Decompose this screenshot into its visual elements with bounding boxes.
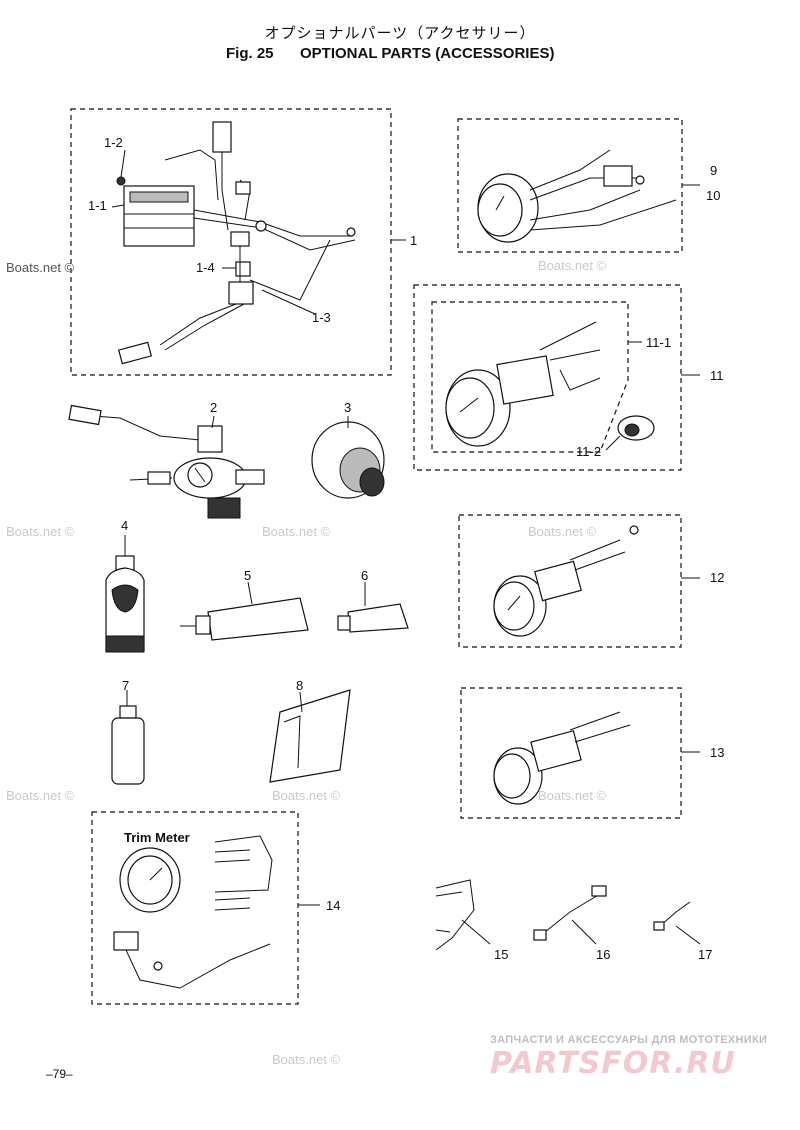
callout-13: 13 <box>710 745 724 760</box>
callout-1-1: 1-1 <box>88 198 107 213</box>
figure-number: Fig. 25 <box>226 45 274 62</box>
tachometer-assembly <box>477 149 700 243</box>
callout-1-3: 1-3 <box>312 310 331 325</box>
watermark-text: Boats.net © <box>272 788 341 803</box>
ad-tagline: ЗАПЧАСТИ И АКСЕССУАРЫ ДЛЯ МОТОТЕХНИКИ <box>490 1034 768 1046</box>
callout-5: 5 <box>244 568 251 583</box>
trim-meter-kit <box>113 835 320 989</box>
fuel-gauge-assembly <box>493 525 700 637</box>
callout-11: 11 <box>710 368 724 383</box>
page-number: –79– <box>46 1067 73 1081</box>
group-box-14 <box>91 811 299 1005</box>
group-box-13 <box>460 687 682 819</box>
callout-4: 4 <box>121 518 128 533</box>
callout-1-4: 1-4 <box>196 260 215 275</box>
oil-bottle <box>105 535 145 653</box>
decal-sheet <box>269 689 351 783</box>
callout-3: 3 <box>344 400 351 415</box>
harness-15 <box>435 879 491 951</box>
page-title-japanese: オプショナルパーツ（アクセサリー） <box>264 24 536 42</box>
callout-14: 14 <box>326 898 340 913</box>
spray-can <box>111 690 145 785</box>
callout-9: 9 <box>710 163 717 178</box>
group-box-11 <box>413 284 682 471</box>
watermark-text: Boats.net © <box>6 788 75 803</box>
group-box-11-1 <box>431 301 629 453</box>
watermark-text: Boats.net © <box>6 524 75 539</box>
regulator-harness-assembly <box>111 121 406 365</box>
callout-10: 10 <box>706 188 720 203</box>
watermark-text: Boats.net © <box>272 1052 341 1067</box>
callout-17: 17 <box>698 947 712 962</box>
callout-1: 1 <box>410 233 417 248</box>
group-box-12 <box>458 514 682 648</box>
group-box-1 <box>70 108 392 376</box>
hour-meter-assembly <box>493 711 700 805</box>
callout-12: 12 <box>710 570 724 585</box>
harness-16 <box>533 885 607 945</box>
page-title-english: OPTIONAL PARTS (ACCESSORIES) <box>300 45 555 62</box>
watermark-text: Boats.net © <box>538 788 607 803</box>
speedometer-assembly <box>445 321 700 451</box>
harness-plug <box>117 341 153 365</box>
grease-tube-small <box>337 582 409 633</box>
watermark-text: Boats.net © <box>538 258 607 273</box>
harness-17 <box>653 901 701 945</box>
watermark-text: Boats.net © <box>262 524 331 539</box>
remote-control-switch <box>68 404 265 519</box>
harness-connector <box>228 281 254 305</box>
callout-11-2: 11-2 <box>576 444 601 459</box>
callout-6: 6 <box>361 568 368 583</box>
gauge-bracket <box>311 416 385 499</box>
callout-2: 2 <box>210 400 217 415</box>
screw <box>116 176 126 186</box>
trim-meter-label: Trim Meter <box>124 830 190 845</box>
watermark-text: Boats.net © <box>528 524 597 539</box>
callout-8: 8 <box>296 678 303 693</box>
callout-1-2: 1-2 <box>104 135 123 150</box>
ad-logo: PARTSFOR.RU <box>490 1046 736 1081</box>
watermark-text: Boats.net © <box>6 260 75 275</box>
callout-7: 7 <box>122 678 129 693</box>
callout-16: 16 <box>596 947 610 962</box>
callout-11-1: 11-1 <box>646 335 671 350</box>
callout-15: 15 <box>494 947 508 962</box>
grease-tube-large <box>180 581 309 641</box>
